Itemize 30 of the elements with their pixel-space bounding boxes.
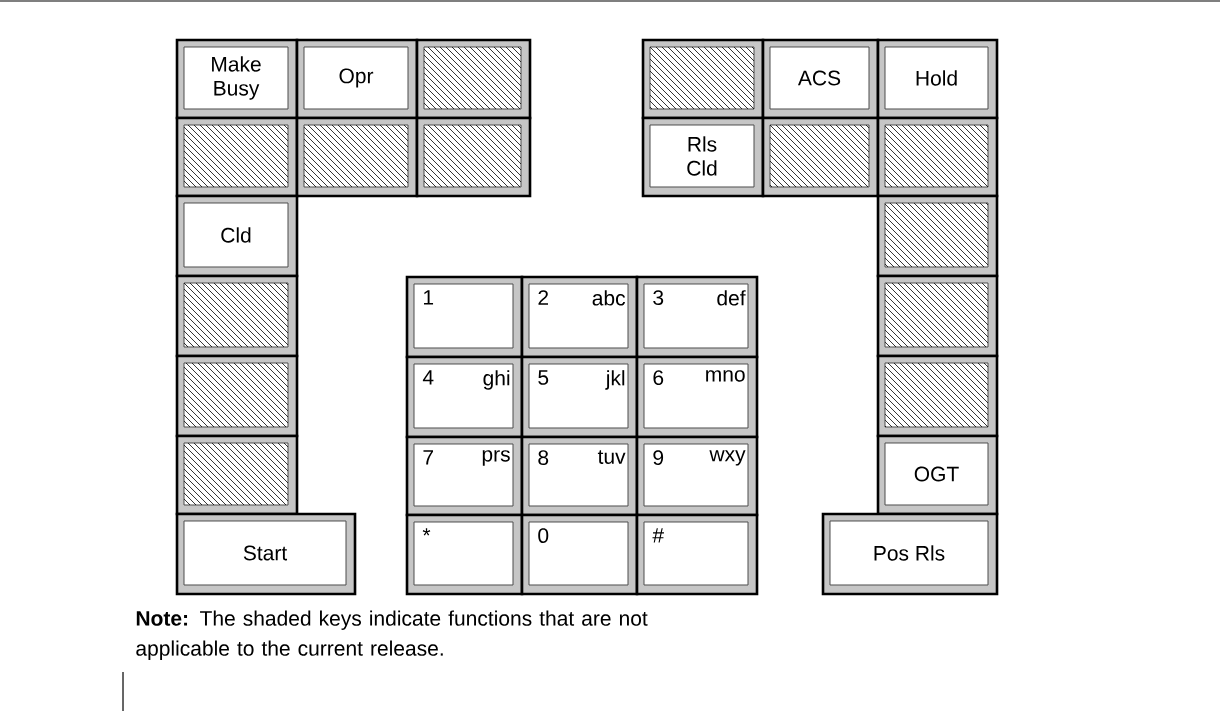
key: 0 bbox=[520, 513, 639, 596]
key: Cld bbox=[175, 194, 299, 278]
shaded-key bbox=[641, 38, 765, 120]
key: 2 abc bbox=[520, 275, 639, 359]
key: Rls Cld bbox=[641, 116, 765, 198]
key: ACS bbox=[761, 38, 880, 120]
key: 7 prs bbox=[405, 435, 524, 517]
shaded-key bbox=[876, 274, 999, 358]
key: Pos Rls bbox=[821, 512, 999, 596]
shaded-key bbox=[295, 116, 419, 198]
shaded-key bbox=[175, 116, 299, 198]
key: 4 ghi bbox=[405, 355, 524, 439]
shaded-key bbox=[415, 38, 532, 120]
key: # bbox=[635, 513, 759, 596]
shaded-key bbox=[415, 116, 532, 198]
shaded-key bbox=[761, 116, 880, 198]
key: 1 bbox=[405, 275, 524, 359]
key: * bbox=[405, 513, 524, 596]
key: 8 tuv bbox=[520, 435, 639, 517]
key: 9 wxy bbox=[635, 435, 759, 517]
key: Opr bbox=[295, 38, 419, 120]
key: Make Busy bbox=[175, 38, 299, 120]
key: Start bbox=[175, 512, 357, 596]
key: 6 mno bbox=[635, 355, 759, 439]
note: Note: The shaded keys indicate functions that are not applicable to the current release. bbox=[136, 610, 648, 660]
key: Hold bbox=[876, 38, 999, 120]
shaded-key bbox=[876, 354, 999, 438]
key: OGT bbox=[876, 434, 999, 516]
key: 5 jkl bbox=[520, 355, 639, 439]
key: 3 def bbox=[635, 275, 759, 359]
